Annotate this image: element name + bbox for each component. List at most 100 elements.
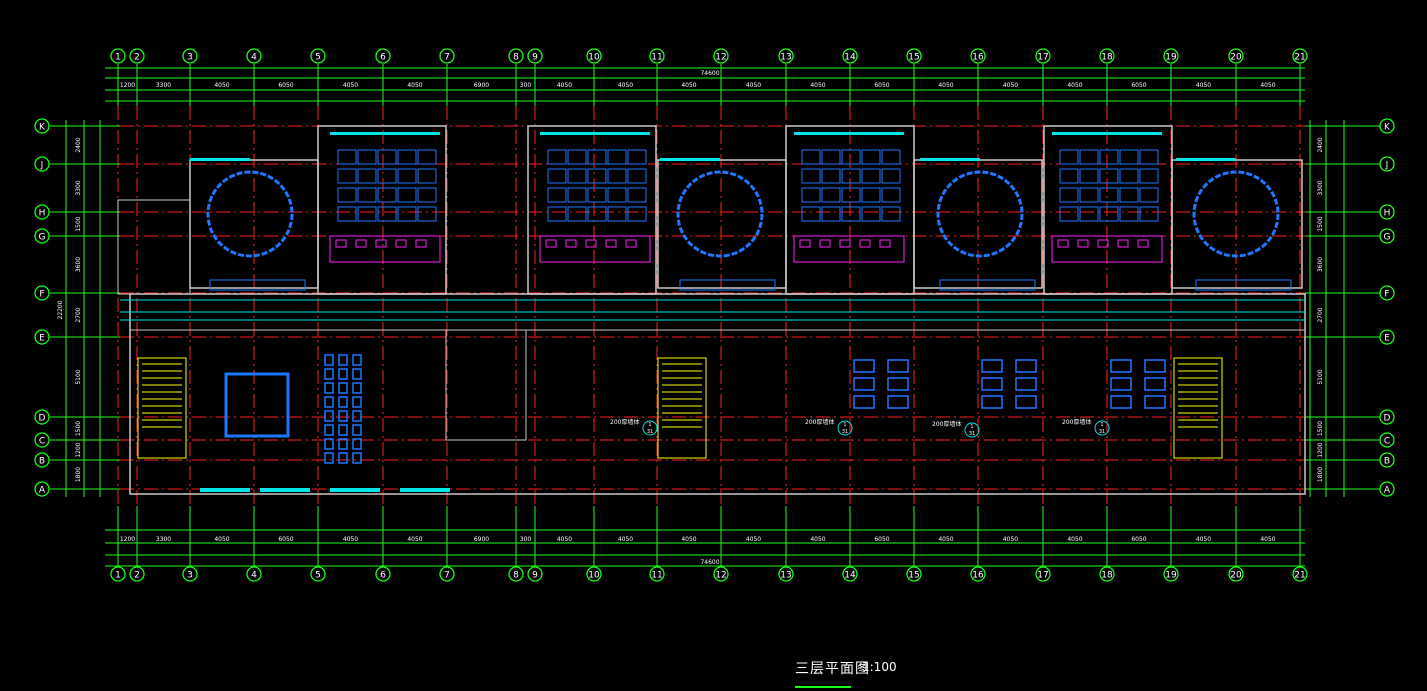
toilet-fixture	[859, 239, 871, 248]
office-desk	[853, 377, 875, 391]
seat	[352, 382, 362, 394]
desk	[821, 187, 841, 203]
desk	[377, 149, 397, 165]
desk	[337, 149, 357, 165]
stair	[657, 357, 707, 459]
detail-callout	[1094, 420, 1110, 436]
desk	[587, 168, 607, 184]
desk	[547, 187, 567, 203]
window	[660, 158, 720, 161]
desk	[861, 168, 881, 184]
toilet-fixture	[375, 239, 387, 248]
dimension-text: 5100	[75, 369, 82, 384]
dimension-text: 4050	[1260, 82, 1275, 89]
desk	[801, 168, 821, 184]
desk	[607, 168, 627, 184]
axis-bubble	[34, 409, 50, 425]
axis-label: C	[1384, 437, 1390, 447]
axis-bubble	[129, 566, 145, 582]
axis-label: H	[1384, 209, 1391, 219]
window	[330, 132, 440, 135]
desk	[337, 168, 357, 184]
axis-label: 12	[715, 571, 726, 581]
seat	[338, 452, 348, 464]
toilet-fixture	[819, 239, 831, 248]
toilet-fixture	[1117, 239, 1129, 248]
axis-label: 13	[780, 53, 791, 63]
detail-sheet: 31	[842, 429, 848, 435]
axis-label: 5	[315, 53, 321, 63]
axis-bubble	[649, 566, 665, 582]
axis-label: 6	[380, 53, 386, 63]
toilet-area	[539, 235, 651, 263]
axis-bubble	[1379, 285, 1395, 301]
office-desk	[981, 377, 1003, 391]
seat	[338, 396, 348, 408]
dimension-text: 4050	[681, 82, 696, 89]
dimension-text: 1500	[75, 421, 82, 436]
axis-label: 4	[251, 571, 257, 581]
seat	[338, 354, 348, 366]
dimension-text: 1800	[1317, 467, 1324, 482]
dimension-text: 4050	[1067, 82, 1082, 89]
cabinet	[209, 279, 306, 291]
seat	[324, 382, 334, 394]
axis-label: 1	[115, 571, 121, 581]
axis-label: 12	[715, 53, 726, 63]
desk	[821, 168, 841, 184]
axis-bubble	[110, 566, 126, 582]
seat	[324, 438, 334, 450]
wall-note: 200厚墙体	[610, 418, 639, 426]
dimension-text: 6050	[278, 536, 293, 543]
dimension-text: 6050	[1131, 536, 1146, 543]
seat	[352, 396, 362, 408]
cabinet	[939, 279, 1036, 291]
axis-bubble	[1379, 156, 1395, 172]
dimension-text: 4050	[681, 536, 696, 543]
axis-bubble	[34, 285, 50, 301]
seat	[352, 438, 362, 450]
axis-bubble	[713, 566, 729, 582]
dimension-text: 4050	[810, 82, 825, 89]
axis-bubble	[34, 118, 50, 134]
seat	[338, 368, 348, 380]
axis-label: 20	[1230, 53, 1242, 63]
desk	[567, 149, 587, 165]
axis-label: 18	[1101, 571, 1113, 581]
toilet-fixture	[545, 239, 557, 248]
dimension-text: 3300	[156, 82, 171, 89]
overall-dimension-text: 22200	[57, 300, 64, 319]
desk	[607, 187, 627, 203]
axis-label: 15	[908, 571, 919, 581]
seat	[324, 396, 334, 408]
desk	[841, 168, 861, 184]
window	[400, 488, 450, 492]
toilet-fixture	[605, 239, 617, 248]
axis-label: 16	[972, 571, 984, 581]
axis-label: 5	[315, 571, 321, 581]
seat	[352, 452, 362, 464]
dimension-text: 6050	[1131, 82, 1146, 89]
toilet-fixture	[585, 239, 597, 248]
axis-bubble	[1163, 48, 1179, 64]
dimension-text: 3600	[1317, 257, 1324, 272]
axis-label: 14	[844, 53, 856, 63]
axis-label: 3	[187, 571, 193, 581]
desk	[841, 206, 861, 222]
axis-label: 11	[651, 571, 662, 581]
desk	[801, 149, 821, 165]
axis-label: 7	[444, 53, 450, 63]
desk	[1079, 168, 1099, 184]
axis-bubble	[1379, 228, 1395, 244]
axis-bubble	[527, 566, 543, 582]
axis-label: 17	[1037, 571, 1048, 581]
axis-bubble	[649, 48, 665, 64]
dimension-text: 1200	[120, 536, 135, 543]
axis-bubble	[182, 48, 198, 64]
axis-label: B	[39, 457, 45, 467]
axis-bubble	[778, 48, 794, 64]
seat	[352, 368, 362, 380]
axis-bubble	[1379, 481, 1395, 497]
axis-label: 13	[780, 571, 791, 581]
overall-dimension-text: 74600	[700, 559, 719, 566]
